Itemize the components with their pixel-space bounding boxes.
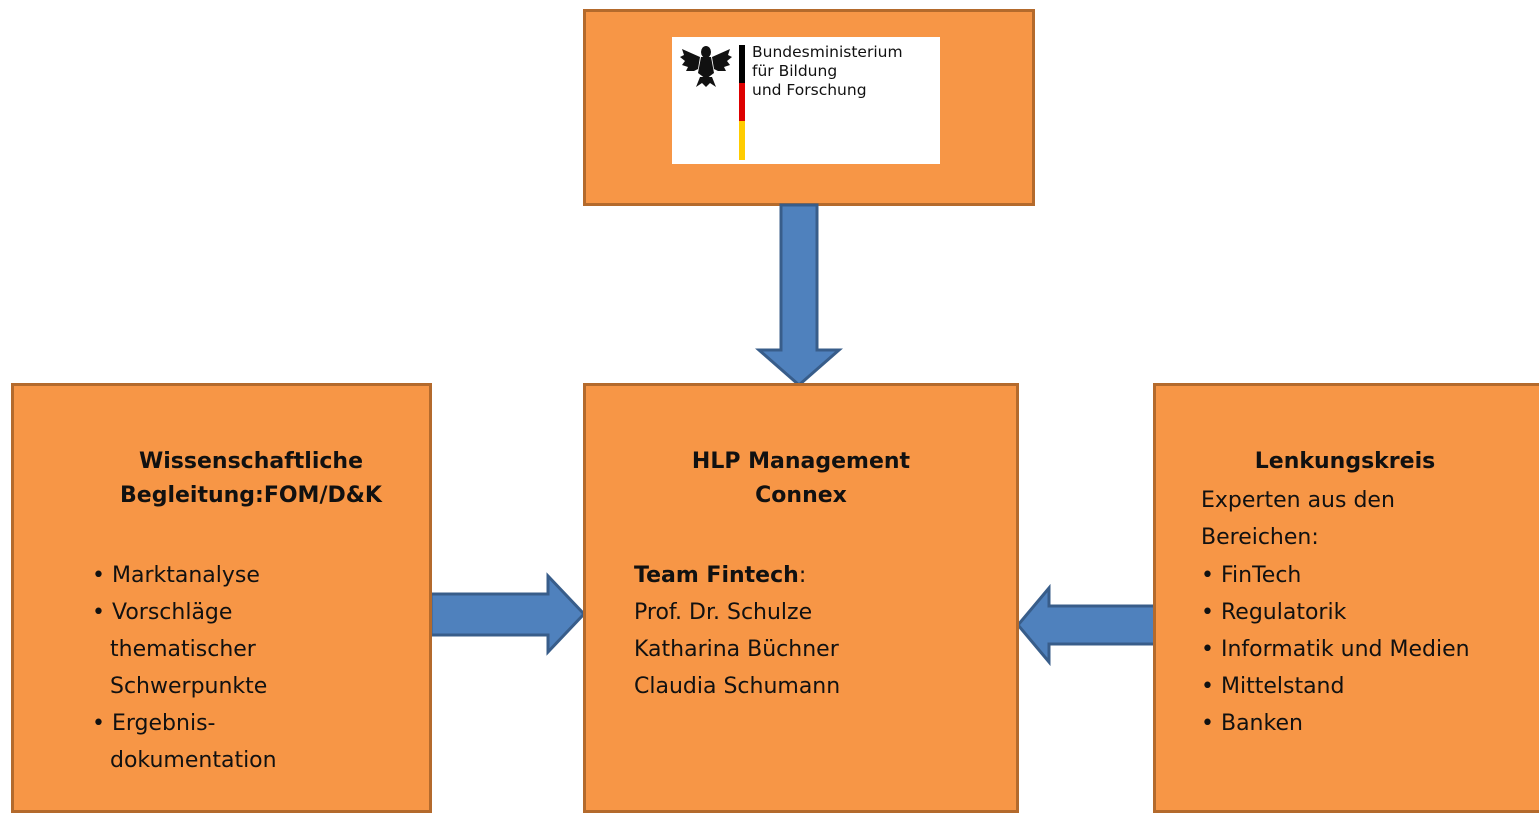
federal-eagle-icon <box>680 46 732 87</box>
title-line: Begleitung:FOM/D&K <box>120 483 382 508</box>
flag-stripe-black <box>739 45 745 83</box>
ministry-name-line: und Forschung <box>752 81 867 99</box>
bullet: • <box>92 563 105 588</box>
team-member: Prof. Dr. Schulze <box>634 600 813 625</box>
bullet: • <box>1201 637 1214 662</box>
bullet: • <box>92 711 105 736</box>
bullet: • <box>1201 600 1214 625</box>
right-arrow <box>429 572 587 656</box>
list-item-text: Vorschläge <box>111 600 233 625</box>
down-arrow <box>755 203 843 387</box>
team-heading: Team Fintech: <box>634 557 806 594</box>
list-item-text: Ergebnis- <box>111 711 216 736</box>
bullet: • <box>92 600 105 625</box>
team-member: Claudia Schumann <box>634 674 841 699</box>
list-item-continuation: Schwerpunkte <box>110 674 268 699</box>
list-item: • Ergebnis- <box>92 705 215 742</box>
list-item: • Informatik und Medien <box>1201 631 1470 668</box>
list-item-text: Banken <box>1220 711 1303 736</box>
list-item-text: Informatik und Medien <box>1220 637 1470 662</box>
title-line: Connex <box>755 483 847 508</box>
list-item-continuation: thematischer <box>110 637 256 662</box>
intro-line: Experten aus den <box>1201 488 1395 513</box>
title-line: Wissenschaftliche <box>138 449 364 474</box>
steering-committee-title: Lenkungskreis <box>1254 449 1436 474</box>
bmbf-logo: Bundesministerium für Bildung und Forsch… <box>672 37 940 164</box>
flag-stripe-gold <box>739 121 745 160</box>
list-item-text: Marktanalyse <box>111 563 260 588</box>
ministry-name: Bundesministerium für Bildung und Forsch… <box>752 43 903 100</box>
german-flag-bar <box>739 45 745 160</box>
list-item-text: Mittelstand <box>1220 674 1345 699</box>
flag-stripe-red <box>739 83 745 121</box>
list-item-text: Regulatorik <box>1220 600 1347 625</box>
intro-line: Bereichen: <box>1201 525 1319 550</box>
title-line: HLP Management <box>691 449 911 474</box>
scientific-support-title: Wissenschaftliche Begleitung:FOM/D&K <box>11 445 491 513</box>
bullet: • <box>1201 711 1214 736</box>
team-label: Team Fintech <box>634 563 799 588</box>
list-item: • Vorschläge <box>92 594 232 631</box>
scientific-support-box <box>11 383 432 813</box>
list-item: • Banken <box>1201 705 1303 742</box>
list-item: • Regulatorik <box>1201 594 1346 631</box>
list-item: • Marktanalyse <box>92 557 260 594</box>
list-item: • Mittelstand <box>1201 668 1344 705</box>
team-colon: : <box>798 563 807 588</box>
ministry-name-line: für Bildung <box>752 62 838 80</box>
list-item-continuation: dokumentation <box>110 748 277 773</box>
list-item-text: FinTech <box>1220 563 1302 588</box>
team-member: Katharina Büchner <box>634 637 839 662</box>
management-title: HLP Management Connex <box>583 445 1019 513</box>
left-arrow <box>1016 583 1159 667</box>
ministry-name-line: Bundesministerium <box>752 43 903 61</box>
bullet: • <box>1201 563 1214 588</box>
bullet: • <box>1201 674 1214 699</box>
list-item: • FinTech <box>1201 557 1301 594</box>
steering-committee-box <box>1153 383 1539 813</box>
